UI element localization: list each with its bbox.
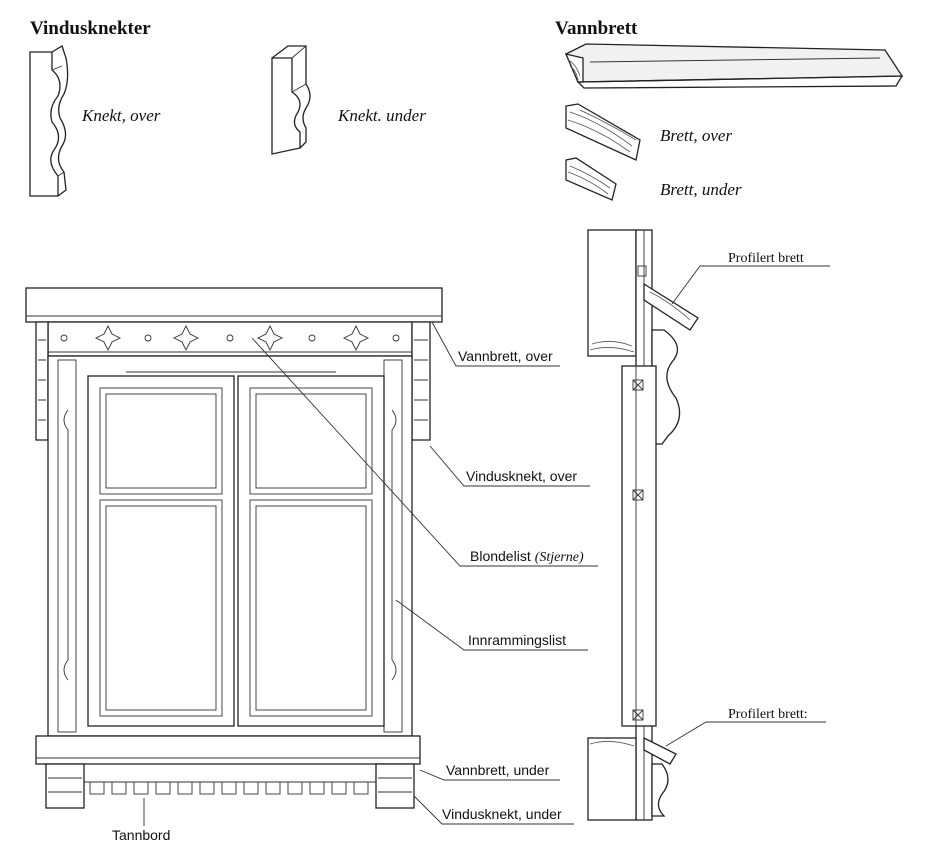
star-icon bbox=[172, 324, 200, 352]
label-tannbord: Tannbord bbox=[112, 827, 170, 843]
heading-vannbrett: Vannbrett bbox=[555, 18, 638, 39]
caption-brett-under: Brett, under bbox=[660, 180, 742, 199]
label-vindusknekt-over: Vindusknekt, over bbox=[466, 468, 577, 484]
label-innrammingslist: Innrammingslist bbox=[468, 632, 566, 648]
caption-knekt-over: Knekt, over bbox=[81, 106, 161, 125]
label-blondelist: Blondelist (Stjerne) bbox=[470, 548, 584, 565]
label-vannbrett-over: Vannbrett, over bbox=[458, 348, 553, 364]
caption-knekt-under: Knekt. under bbox=[337, 106, 426, 125]
label-vannbrett-under: Vannbrett, under bbox=[446, 762, 550, 778]
star-icon bbox=[256, 324, 284, 352]
vannbrett-long-board bbox=[564, 43, 904, 89]
heading-vindusknekter: Vindusknekter bbox=[30, 18, 151, 39]
window-front-elevation bbox=[25, 287, 443, 809]
window-section-view bbox=[587, 229, 699, 821]
brett-over-profile bbox=[565, 103, 641, 161]
label-profilert-brett-top: Profilert brett bbox=[728, 251, 804, 266]
label-vindusknekt-under: Vindusknekt, under bbox=[442, 806, 562, 822]
leader-lines bbox=[143, 265, 830, 826]
star-icon bbox=[94, 324, 122, 352]
knekt-over-profile bbox=[29, 45, 69, 197]
brett-under-profile bbox=[565, 157, 617, 201]
blondelist-stars bbox=[60, 324, 400, 352]
knekt-under-profile bbox=[271, 45, 311, 155]
star-icon bbox=[342, 324, 370, 352]
label-blondelist-main: Blondelist bbox=[470, 548, 531, 564]
caption-brett-over: Brett, over bbox=[660, 126, 732, 145]
label-profilert-brett-bottom: Profilert brett: bbox=[728, 707, 808, 722]
label-blondelist-sub: (Stjerne) bbox=[535, 550, 584, 565]
tannbord-teeth bbox=[89, 781, 369, 795]
